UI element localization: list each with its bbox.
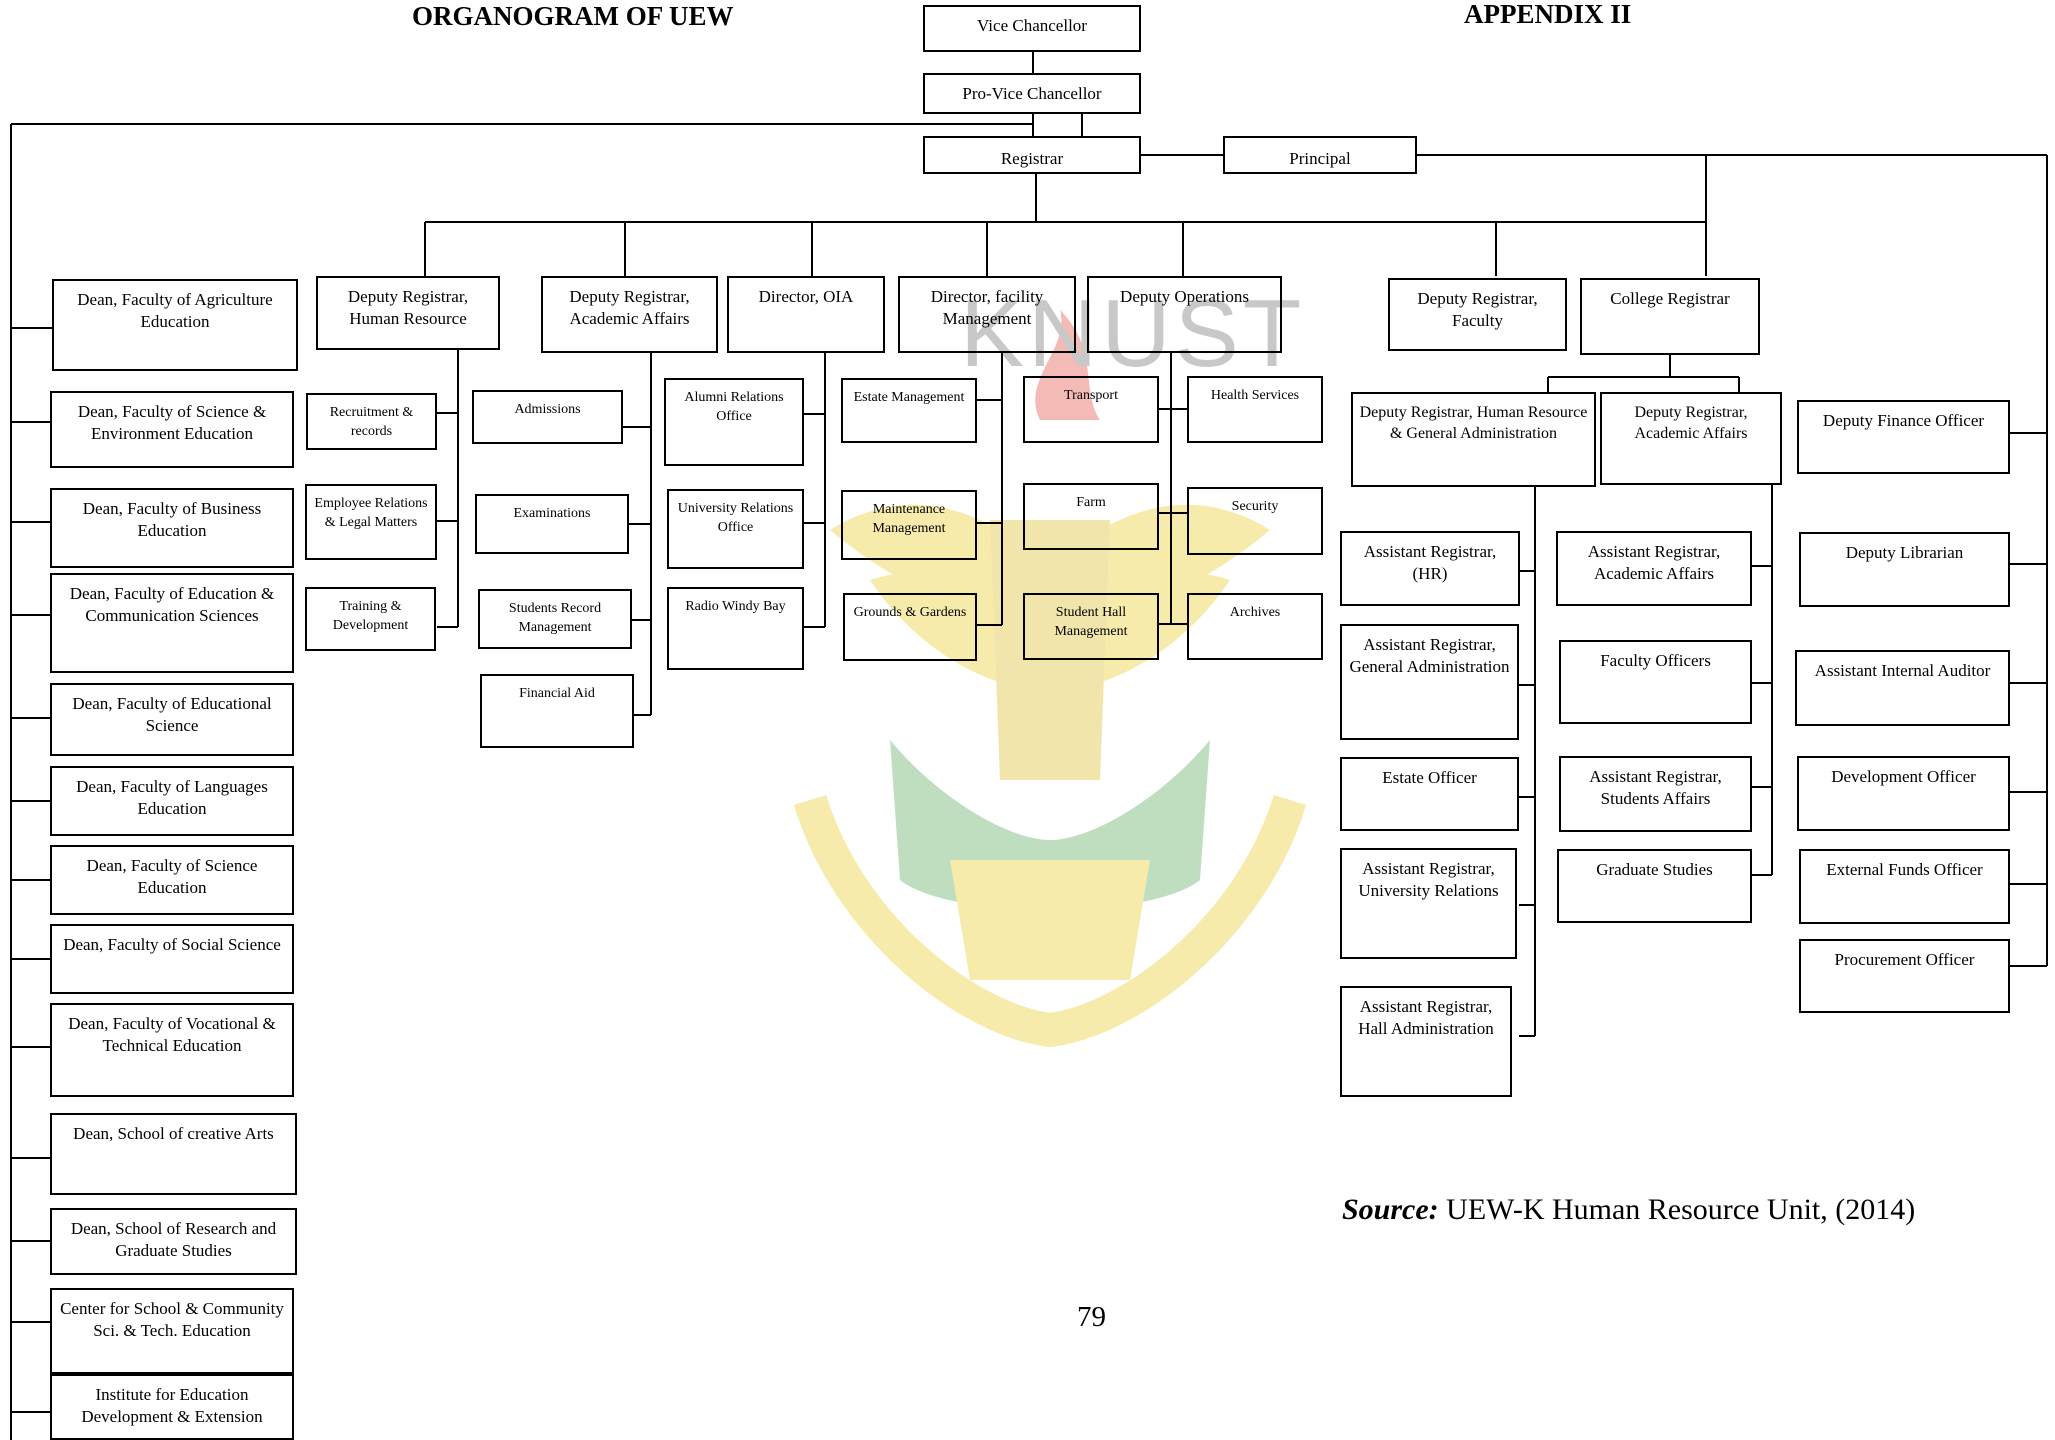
dean-box: Dean, Faculty of Science & Environment E…: [50, 391, 294, 468]
assistant-registrar-academic-affairs-box: Assistant Registrar, Academic Affairs: [1556, 531, 1752, 606]
recruitment-records-box: Recruitment & records: [306, 393, 437, 450]
dean-box: Dean, Faculty of Educational Science: [50, 683, 294, 756]
dean-box: Dean, School of creative Arts: [50, 1113, 297, 1195]
farm-box: Farm: [1023, 483, 1159, 550]
security-box: Security: [1187, 487, 1323, 555]
registrar-box: Registrar: [923, 136, 1141, 174]
dean-box: Dean, Faculty of Agriculture Education: [52, 279, 298, 371]
development-officer-box: Development Officer: [1797, 756, 2010, 831]
director-oia-box: Director, OIA: [727, 276, 885, 353]
grounds-gardens-box: Grounds & Gardens: [843, 593, 977, 661]
dean-box: Dean, Faculty of Social Science: [50, 924, 294, 994]
director-facility-management-box: Director, facility Management: [898, 276, 1076, 353]
student-hall-management-box: Student Hall Management: [1023, 593, 1159, 660]
deputy-registrar-hr-box: Deputy Registrar, Human Resource: [316, 276, 500, 350]
pro-vice-chancellor-box: Pro-Vice Chancellor: [923, 73, 1141, 114]
principal-box: Principal: [1223, 136, 1417, 174]
training-development-box: Training & Development: [305, 587, 436, 651]
admissions-box: Admissions: [472, 390, 623, 444]
external-funds-officer-box: External Funds Officer: [1799, 849, 2010, 924]
dean-box: Dean, Faculty of Education & Communicati…: [50, 573, 294, 673]
radio-windy-bay-box: Radio Windy Bay: [667, 587, 804, 670]
dean-box: Dean, Faculty of Business Education: [50, 488, 294, 568]
graduate-studies-box: Graduate Studies: [1557, 849, 1752, 923]
college-registrar-box: College Registrar: [1580, 278, 1760, 355]
institute-box: Institute for Education Development & Ex…: [50, 1374, 294, 1440]
page-number: 79: [1077, 1301, 1106, 1333]
employee-relations-box: Employee Relations & Legal Matters: [305, 484, 437, 560]
assistant-registrar-university-relations-box: Assistant Registrar, University Relation…: [1340, 848, 1517, 959]
source-text: UEW-K Human Resource Unit, (2014): [1438, 1193, 1916, 1226]
organogram-title: ORGANOGRAM OF UEW: [412, 1, 734, 31]
center-box: Center for School & Community Sci. & Tec…: [50, 1288, 294, 1374]
health-services-box: Health Services: [1187, 376, 1323, 443]
deputy-registrar-hr-ga-box: Deputy Registrar, Human Resource & Gener…: [1351, 392, 1596, 487]
procurement-officer-box: Procurement Officer: [1799, 939, 2010, 1013]
dean-box: Dean, School of Research and Graduate St…: [50, 1208, 297, 1275]
alumni-relations-office-box: Alumni Relations Office: [664, 378, 804, 466]
maintenance-management-box: Maintenance Management: [841, 490, 977, 560]
source-label: Source:: [1342, 1193, 1439, 1226]
college-deputy-registrar-academic-affairs-box: Deputy Registrar, Academic Affairs: [1600, 392, 1782, 485]
deputy-registrar-academic-affairs-box: Deputy Registrar, Academic Affairs: [541, 276, 718, 353]
estate-officer-box: Estate Officer: [1340, 757, 1519, 831]
dean-box: Dean, Faculty of Languages Education: [50, 766, 294, 836]
deputy-librarian-box: Deputy Librarian: [1799, 532, 2010, 607]
dean-box: Dean, Faculty of Vocational & Technical …: [50, 1003, 294, 1097]
assistant-registrar-hall-admin-box: Assistant Registrar, Hall Administration: [1340, 986, 1512, 1097]
university-relations-office-box: University Relations Office: [667, 489, 804, 569]
appendix-label: APPENDIX II: [1464, 0, 1632, 29]
transport-box: Transport: [1023, 376, 1159, 443]
deputy-registrar-faculty-box: Deputy Registrar, Faculty: [1388, 278, 1567, 351]
assistant-registrar-hr-box: Assistant Registrar, (HR): [1340, 531, 1520, 606]
estate-management-box: Estate Management: [841, 378, 977, 443]
students-record-management-box: Students Record Management: [478, 589, 632, 649]
deputy-operations-box: Deputy Operations: [1087, 276, 1282, 353]
examinations-box: Examinations: [475, 494, 629, 554]
deputy-finance-officer-box: Deputy Finance Officer: [1797, 400, 2010, 474]
vice-chancellor-box: Vice Chancellor: [923, 5, 1141, 52]
assistant-registrar-students-affairs-box: Assistant Registrar, Students Affairs: [1559, 756, 1752, 832]
financial-aid-box: Financial Aid: [480, 674, 634, 748]
dean-box: Dean, Faculty of Science Education: [50, 845, 294, 915]
assistant-registrar-general-admin-box: Assistant Registrar, General Administrat…: [1340, 624, 1519, 740]
source-note: Source: UEW-K Human Resource Unit, (2014…: [1342, 1192, 1915, 1228]
archives-box: Archives: [1187, 593, 1323, 660]
faculty-officers-box: Faculty Officers: [1559, 640, 1752, 724]
assistant-internal-auditor-box: Assistant Internal Auditor: [1795, 650, 2010, 726]
